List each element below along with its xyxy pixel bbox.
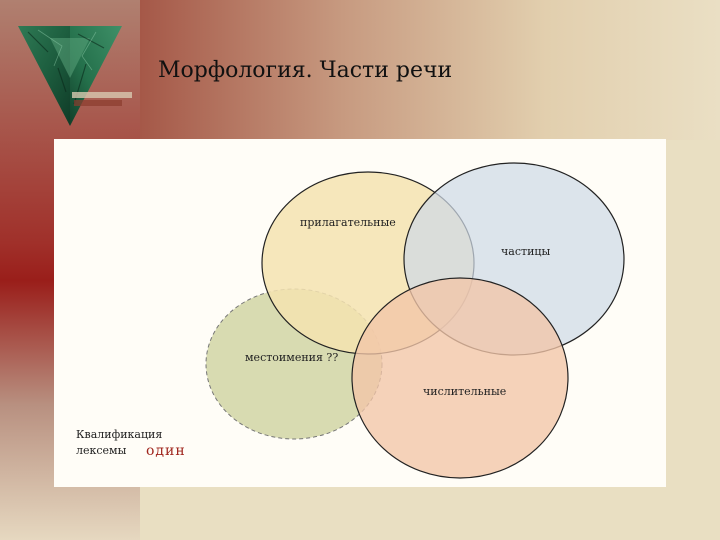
lexeme-word: один (146, 443, 186, 459)
circle-chislitelnye (351, 277, 569, 479)
label-chastitsy: частицы (501, 245, 551, 258)
label-prilagatelnye: прилагательные (300, 216, 396, 229)
logo-icon (8, 8, 138, 132)
diagram-panel: прилагательные частицы местоимения ?? чи… (54, 139, 666, 487)
qualification-label: Квалификация лексемы (76, 427, 162, 459)
label-chislitelnye: числительные (423, 385, 507, 398)
venn-diagram (205, 162, 625, 479)
header-gradient (140, 0, 720, 140)
qualification-line-2: лексемы (76, 444, 127, 457)
qualification-line-1: Квалификация (76, 428, 163, 441)
page-title: Морфология. Части речи (158, 58, 453, 83)
label-mestoimeniya: местоимения ?? (245, 351, 339, 364)
